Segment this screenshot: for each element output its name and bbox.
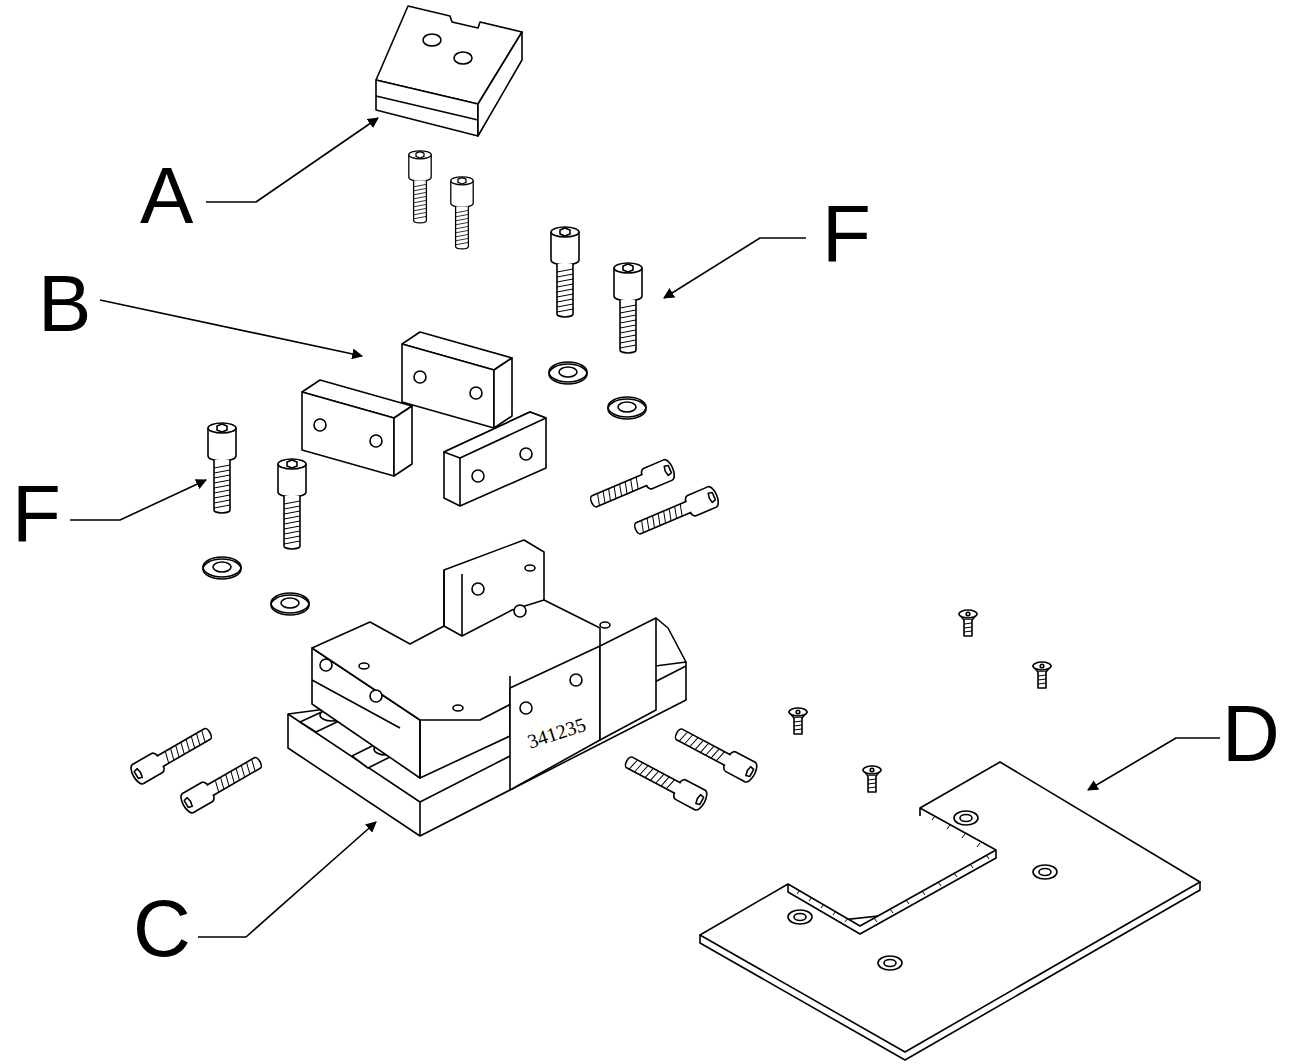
- callout-letter: D: [1222, 694, 1280, 774]
- part-c: [288, 540, 686, 836]
- callout-letter: C: [133, 889, 191, 969]
- part-d: [700, 762, 1200, 1060]
- callout-letter: F: [12, 474, 61, 554]
- callout-letter: F: [822, 194, 871, 274]
- leader-lines: [70, 118, 1220, 937]
- part-a: [376, 6, 522, 136]
- callout-letter: B: [38, 264, 91, 344]
- callout-letter: A: [140, 156, 193, 236]
